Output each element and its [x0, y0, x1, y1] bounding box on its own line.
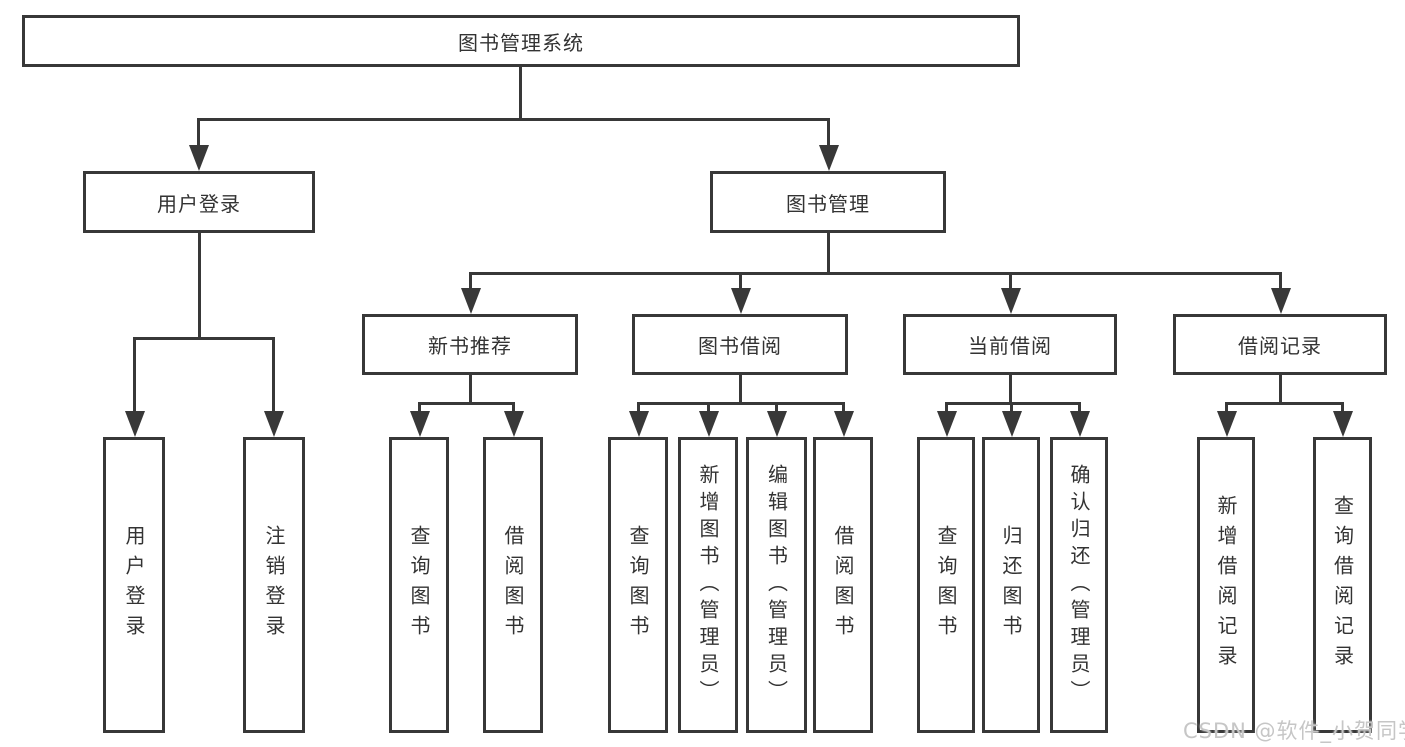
edge-borrow-records-rail: [1225, 402, 1344, 405]
edge-arrow-nbr-borrow: [503, 402, 524, 437]
leaf-bb-add-books-admin: 新增图书（管理员）: [678, 437, 738, 733]
edge-arrow-to-leaf-logout: [263, 337, 284, 437]
leaf-bb-query-books: 查询图书: [608, 437, 668, 733]
leaf-nbr-query-books: 查询图书: [389, 437, 449, 733]
edge-root-rail: [197, 118, 830, 121]
edge-arrow-bb-add: [698, 402, 719, 437]
edge-arrow-cb-return: [1001, 402, 1022, 437]
csdn-watermark: CSDN @软件_小贺同学: [1183, 719, 1405, 743]
edge-arrow-bb-edit: [766, 402, 787, 437]
edge-borrow-records-trunk: [1279, 375, 1282, 405]
edge-book-borrow-trunk: [739, 375, 742, 405]
edge-arrow-to-book-management: [818, 118, 839, 171]
edge-current-borrow-trunk: [1009, 375, 1012, 405]
node-user-login: 用户登录: [83, 171, 315, 233]
node-new-book-recommendation: 新书推荐: [362, 314, 578, 375]
edge-user-login-rail: [133, 337, 275, 340]
leaf-br-query-record: 查询借阅记录: [1313, 437, 1372, 733]
edge-book-borrow-rail: [637, 402, 845, 405]
leaf-cb-confirm-return-admin: 确认归还（管理员）: [1050, 437, 1108, 733]
leaf-nbr-borrow-books: 借阅图书: [483, 437, 543, 733]
node-borrowing-records: 借阅记录: [1173, 314, 1387, 375]
edge-book-management-trunk: [827, 233, 830, 275]
leaf-cb-return-books: 归还图书: [982, 437, 1040, 733]
node-root-book-management-system: 图书管理系统: [22, 15, 1020, 67]
leaf-user-login: 用户登录: [103, 437, 165, 733]
edge-root-trunk: [519, 66, 522, 121]
edge-arrow-to-new-book-rec: [460, 272, 481, 314]
edge-arrow-cb-query: [936, 402, 957, 437]
edge-book-management-rail: [469, 272, 1282, 275]
edge-arrow-nbr-query: [409, 402, 430, 437]
edge-arrow-cb-confirm: [1069, 402, 1090, 437]
edge-arrow-br-add: [1216, 402, 1237, 437]
edge-new-book-rec-rail: [418, 402, 515, 405]
leaf-cb-query-books: 查询图书: [917, 437, 975, 733]
edge-arrow-to-leaf-user-login: [124, 337, 145, 437]
edge-arrow-to-user-login: [188, 118, 209, 171]
edge-arrow-br-query: [1332, 402, 1353, 437]
edge-arrow-to-borrow-records: [1270, 272, 1291, 314]
node-book-management: 图书管理: [710, 171, 946, 233]
edge-arrow-bb-borrow: [833, 402, 854, 437]
leaf-br-add-record: 新增借阅记录: [1197, 437, 1255, 733]
edge-new-book-rec-trunk: [469, 375, 472, 405]
leaf-logout: 注销登录: [243, 437, 305, 733]
edge-arrow-to-current-borrow: [1000, 272, 1021, 314]
edge-arrow-bb-query: [628, 402, 649, 437]
leaf-bb-borrow-books: 借阅图书: [813, 437, 873, 733]
node-current-borrowing: 当前借阅: [903, 314, 1117, 375]
edge-current-borrow-rail: [945, 402, 1081, 405]
edge-user-login-trunk: [198, 233, 201, 340]
leaf-bb-edit-books-admin: 编辑图书（管理员）: [746, 437, 807, 733]
node-book-borrowing: 图书借阅: [632, 314, 848, 375]
edge-arrow-to-book-borrow: [730, 272, 751, 314]
